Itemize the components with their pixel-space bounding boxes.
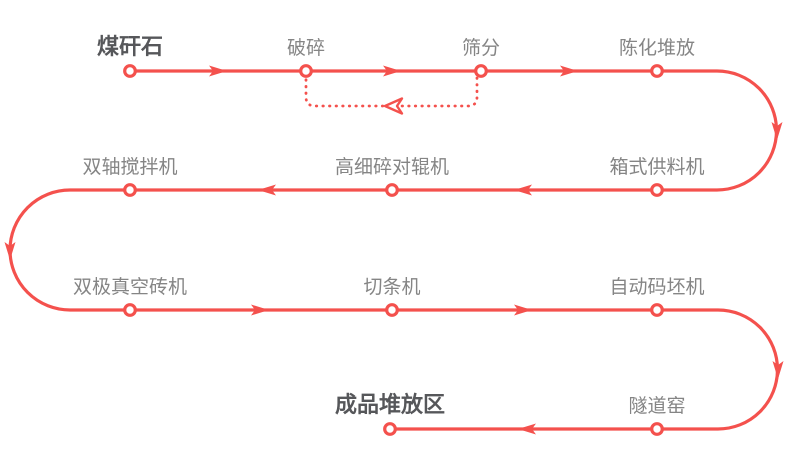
node-label-tunnel-kiln: 隧道窑 (628, 395, 685, 417)
node-dot-crushing (299, 64, 313, 78)
arrow-left-icon (518, 423, 536, 435)
node-dot-tunnel-kiln (650, 422, 664, 436)
node-label-fine-crushing-roller: 高细碎对辊机 (335, 156, 449, 178)
node-label-coal-gangue: 煤矸石 (97, 34, 163, 59)
node-label-strip-cutter: 切条机 (363, 276, 420, 298)
node-label-aging-stacking: 陈化堆放 (619, 37, 695, 59)
node-label-box-feeder: 箱式供料机 (609, 156, 704, 178)
arrow-left-icon (258, 184, 276, 196)
node-dot-screening (474, 64, 488, 78)
arrow-right-icon (560, 65, 578, 77)
node-dot-vacuum-brick-machine (123, 303, 137, 317)
node-dot-finished-stock-area (383, 422, 397, 436)
node-label-double-shaft-mixer: 双轴搅拌机 (82, 156, 177, 178)
node-dot-auto-brick-stacker (650, 303, 664, 317)
arrow-right-icon (209, 65, 227, 77)
node-dot-fine-crushing-roller (385, 183, 399, 197)
arrow-down-icon (772, 361, 784, 379)
node-label-auto-brick-stacker: 自动码坯机 (609, 276, 704, 298)
arrow-right-icon (514, 304, 532, 316)
node-dot-double-shaft-mixer (123, 183, 137, 197)
node-label-crushing: 破碎 (287, 37, 325, 59)
node-dot-box-feeder (650, 183, 664, 197)
feedback-loop-path (304, 76, 479, 108)
arrow-left-icon (514, 184, 532, 196)
arrow-right-icon (383, 65, 401, 77)
node-label-finished-stock-area: 成品堆放区 (335, 392, 445, 417)
node-dot-strip-cutter (385, 303, 399, 317)
node-label-screening: 筛分 (462, 37, 500, 59)
node-dot-coal-gangue (123, 64, 137, 78)
node-label-vacuum-brick-machine: 双极真空砖机 (73, 276, 187, 298)
arrow-down-icon (4, 242, 16, 260)
node-dot-aging-stacking (650, 64, 664, 78)
feedback-arrow-left-icon (383, 97, 404, 115)
arrow-down-icon (771, 122, 783, 140)
arrow-right-icon (251, 304, 269, 316)
flow-connector-path (8, 69, 780, 431)
